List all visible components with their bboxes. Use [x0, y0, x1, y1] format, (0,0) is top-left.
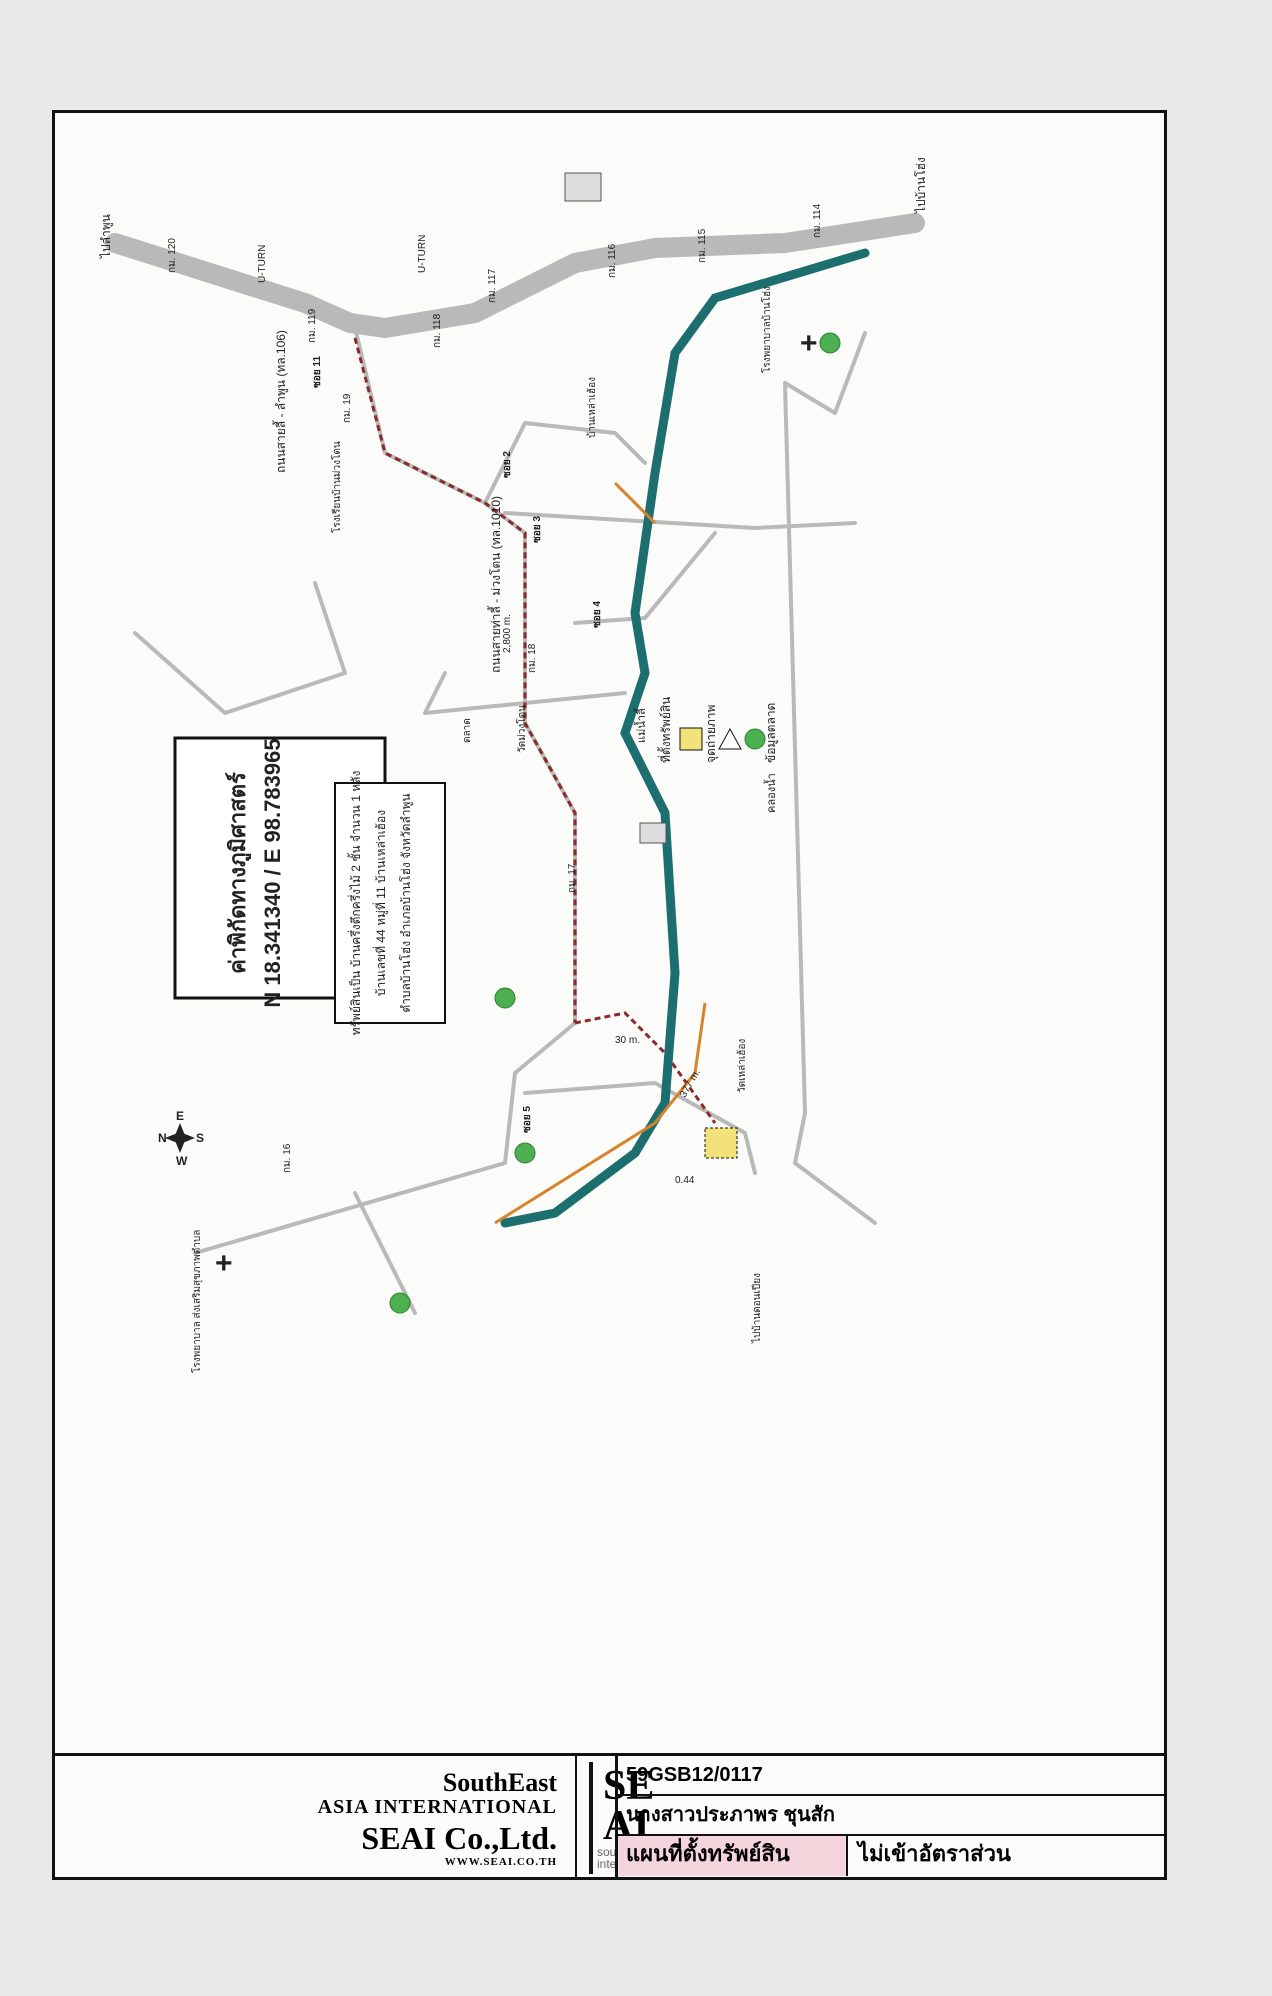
- crossroad: [423, 671, 627, 715]
- label-road-1010: ถนนสายท่าลี้ - ม่วงโตน (ทล.1010): [487, 496, 503, 673]
- label-dist-377: 377 m.: [678, 1068, 703, 1100]
- property-note-1: ทรัพย์สินเป็น บ้านครึ่งตึกครึ่งไม้ 2 ชั้…: [347, 771, 363, 1036]
- legend-market-icon: [744, 728, 766, 750]
- route-last-leg: [574, 1011, 717, 1124]
- canal-line: [494, 1002, 707, 1225]
- location-map: ค่าพิกัดทางภูมิศาสตร์ N 18.341340 / E 98…: [99, 157, 928, 1373]
- coord-value: N 18.341340 / E 98.783965: [260, 738, 285, 1007]
- doc-note: ไม่เข้าอัตราส่วน: [858, 1841, 1011, 1866]
- doc-type: แผนที่ตั้งทรัพย์สิน: [618, 1836, 848, 1876]
- logo-top: SE: [603, 1763, 655, 1809]
- label-soi-5: ซอย 5: [522, 1106, 533, 1133]
- office-building: [564, 172, 602, 202]
- compass-e: E: [176, 1109, 184, 1123]
- legend-property: ที่ตั้งทรัพย์สิน: [657, 697, 673, 763]
- label-river: แม่น้ำลี้: [633, 707, 648, 743]
- compass-s: S: [196, 1131, 204, 1145]
- market-point-4: [819, 332, 841, 354]
- legend-extra: ข้อมูลตลาด: [764, 703, 779, 763]
- compass: [165, 1123, 195, 1153]
- route-line: [353, 337, 577, 1023]
- market-point-2: [514, 1142, 536, 1164]
- label-area: 0.44: [675, 1175, 695, 1186]
- canal-north: [613, 481, 657, 525]
- road-to-village: [483, 421, 647, 505]
- label-dist-2800: 2,800 m.: [502, 614, 513, 653]
- river-li: [500, 248, 870, 1228]
- compass-w: W: [176, 1154, 188, 1168]
- market-point-1: [389, 1292, 411, 1314]
- company-block: SouthEast ASIA INTERNATIONAL SEAI Co.,Lt…: [55, 1756, 577, 1880]
- coord-title: ค่าพิกัดทางภูมิศาสตร์: [225, 772, 252, 974]
- label-soi-3: ซอย 3: [532, 516, 543, 543]
- label-temple-2: วัดเหล่าเฮ้อง: [736, 1039, 748, 1093]
- label-soi-2: ซอย 2: [502, 451, 513, 478]
- label-km-117: กม. 117: [487, 268, 498, 303]
- label-km-120: กม. 120: [167, 238, 178, 273]
- label-canal: คลองน้ำ: [763, 773, 778, 813]
- label-u-turn-2: U-TURN: [417, 235, 428, 273]
- doc-row: แผนที่ตั้งทรัพย์สิน ไม่เข้าอัตราส่วน: [618, 1836, 1164, 1876]
- label-health-station: โรงพยาบาล ส่งเสริมสุขภาพตำบล: [190, 1230, 203, 1373]
- label-soi-4: ซอย 4: [592, 601, 603, 628]
- label-km-118: กม. 118: [432, 313, 443, 348]
- label-market: ตลาด: [462, 718, 473, 743]
- label-to-baan-hong: ไปบ้านโฮ่ง: [914, 157, 928, 214]
- compass-n: N: [158, 1131, 167, 1145]
- company-line1: SouthEast: [442, 1768, 557, 1797]
- label-road-106: ถนนสายลี้ - ลำพูน (ทล.106): [272, 330, 289, 473]
- road-soi-4: [573, 531, 717, 625]
- footer: SouthEast ASIA INTERNATIONAL SEAI Co.,Lt…: [55, 1753, 1164, 1880]
- east-road-south: [783, 381, 877, 1225]
- label-soi-11: ซอย 11: [312, 356, 323, 388]
- label-hospital: โรงพยาบาลบ้านโฮ่ง: [760, 286, 773, 373]
- company-web: WWW.SEAI.CO.TH: [444, 1856, 557, 1868]
- market-point-3: [494, 987, 516, 1009]
- label-km-16: กม. 16: [282, 1143, 293, 1173]
- label-school: โรงเรียนบ้านม่วงโตน: [330, 441, 343, 533]
- label-km-18: กม. 18: [527, 643, 538, 673]
- property-note-box: [334, 782, 446, 1024]
- highway-106: [105, 213, 925, 338]
- label-km-19: กม. 19: [342, 393, 353, 423]
- label-dist-30: 30 m.: [615, 1035, 640, 1046]
- road-soi-3: [503, 511, 857, 530]
- hospital-icon: +: [800, 327, 818, 360]
- property-note-2: บ้านเลขที่ 44 หมู่ที่ 11 บ้านเหล่าเฮ้อง: [372, 810, 389, 996]
- label-km-116: กม. 116: [607, 243, 618, 278]
- property-marker: [704, 1127, 738, 1159]
- company-line3: SEAI Co.,Ltd.: [361, 1820, 557, 1856]
- company-line2: ASIA INTERNATIONAL: [317, 1796, 557, 1818]
- label-km-119: กม. 119: [307, 308, 318, 343]
- info-block: 59GSB12/0117 นางสาวประภาพร ชุนสัก แผนที่…: [615, 1756, 1164, 1880]
- south-branch: [353, 1191, 417, 1315]
- label-to-li: ไปลำพูน: [99, 214, 114, 259]
- temple-building: [639, 822, 667, 844]
- west-road: [133, 581, 347, 715]
- job-number: 59GSB12/0117: [618, 1756, 1164, 1796]
- map-sheet: ค่าพิกัดทางภูมิศาสตร์ N 18.341340 / E 98…: [52, 110, 1167, 1880]
- label-km-115: กม. 115: [697, 228, 708, 263]
- label-u-turn-1: U-TURN: [257, 245, 268, 283]
- property-note-3: ตำบลบ้านโฮ่ง อำเภอบ้านโฮ่ง จังหวัดลำพูน: [399, 793, 414, 1012]
- label-village: บ้านเหล่าเฮ้อง: [586, 377, 598, 438]
- owner-name: นางสาวประภาพร ชุนสัก: [618, 1796, 1164, 1836]
- east-road: [783, 331, 867, 415]
- south-road: [523, 1081, 757, 1175]
- label-to-ban-pan: ไปบ้านดอนเปียง: [751, 1273, 763, 1344]
- legend-property-swatch: [679, 727, 703, 751]
- legend-photo-icon: [718, 727, 742, 750]
- hospital-icon-west: +: [215, 1247, 233, 1280]
- label-km-114: กม. 114: [812, 203, 823, 238]
- legend-photo: จุดถ่ายภาพ: [704, 704, 719, 763]
- label-km-17: กม. 17: [567, 863, 578, 893]
- label-temple: วัดม่วงโตน: [515, 705, 528, 753]
